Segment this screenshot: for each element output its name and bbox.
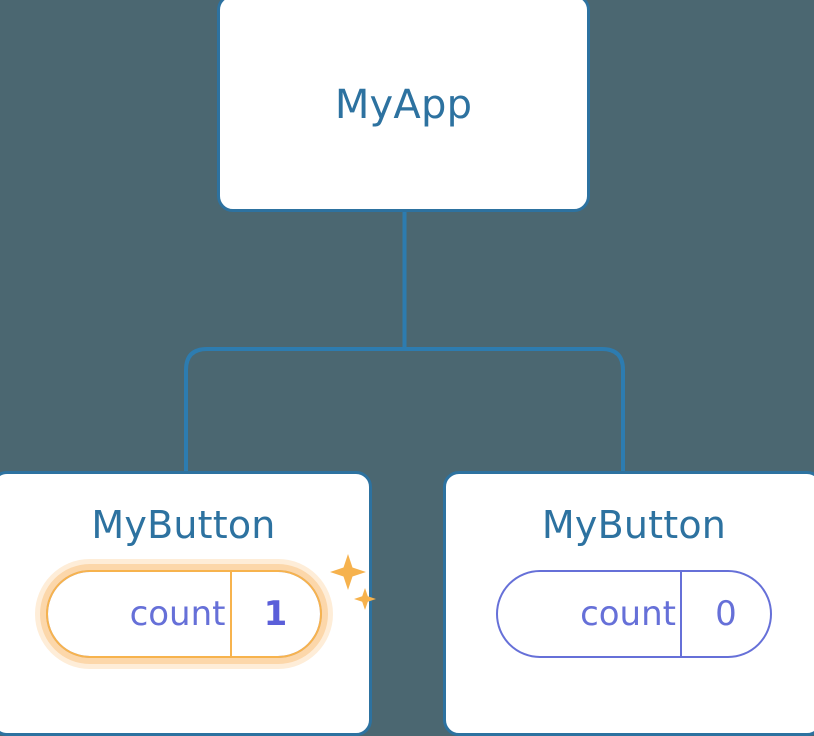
sparkles-icon <box>329 554 376 610</box>
connector-branch-bar <box>184 347 625 474</box>
state-pill-divider-left <box>229 572 232 656</box>
state-pill-wrap-left: count 1 <box>45 554 376 658</box>
tree-node-mybutton-left[interactable]: MyButton count 1 <box>0 471 376 736</box>
node-title-myapp: MyApp <box>334 82 473 128</box>
state-value-label-left: 1 <box>263 594 288 634</box>
tree-node-root[interactable]: MyApp <box>217 0 590 212</box>
state-pill-wrap-right: count 0 <box>496 570 772 658</box>
state-pill-count-right[interactable]: count 0 <box>496 570 772 658</box>
node-title-mybutton-right: MyButton <box>541 503 727 547</box>
state-key-label-left: count <box>129 594 226 634</box>
state-pill-divider-right <box>680 572 682 656</box>
tree-node-mybutton-right[interactable]: MyButton count 0 <box>443 471 814 736</box>
node-title-mybutton-left: MyButton <box>91 503 276 547</box>
state-value-label-right: 0 <box>715 594 737 634</box>
state-pill-count-left[interactable]: count 1 <box>45 570 322 658</box>
state-key-label-right: count <box>580 594 676 634</box>
